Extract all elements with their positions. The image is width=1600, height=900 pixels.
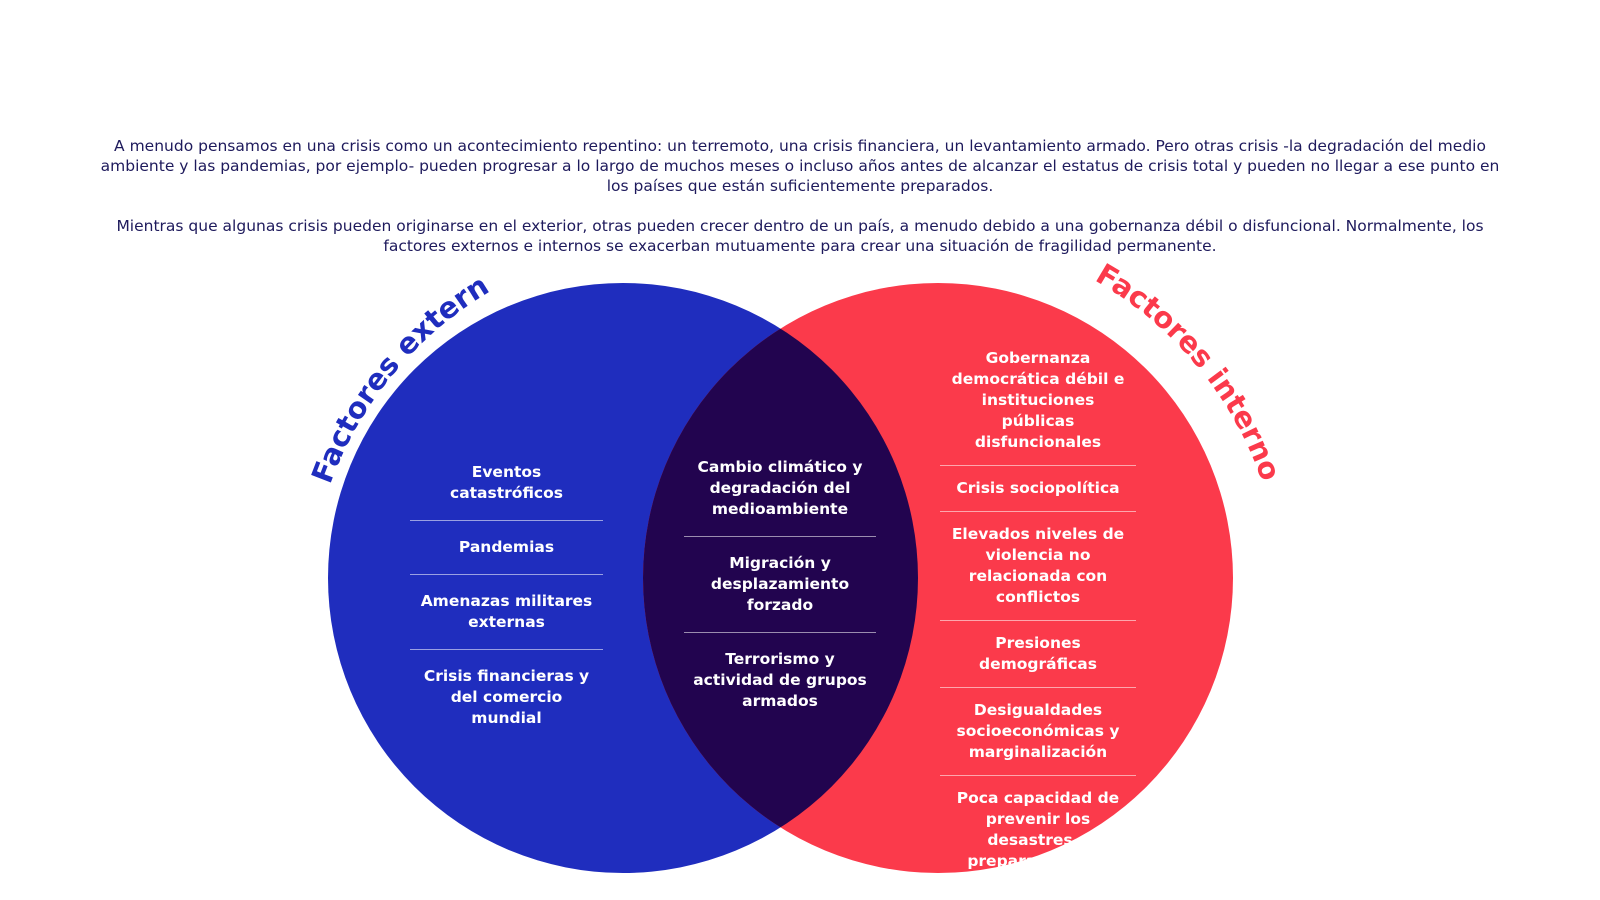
divider <box>940 775 1136 776</box>
divider <box>684 536 876 537</box>
external-item: Amenazas militares externas <box>420 592 593 631</box>
shared-item: Terrorismo y actividad de grupos armados <box>693 650 867 710</box>
intro-paragraph-2: Mientras que algunas crisis pueden origi… <box>116 217 1484 255</box>
shared-item: Cambio climático y degradación del medio… <box>697 458 863 518</box>
internal-item: Desigualdades socioeconómicas y marginal… <box>956 701 1120 761</box>
divider <box>940 511 1136 512</box>
external-item: Pandemias <box>458 538 555 556</box>
divider <box>684 632 876 633</box>
divider <box>940 465 1136 466</box>
divider <box>410 574 603 575</box>
external-factors-list: Eventos catastróficos Pandemias Amenazas… <box>410 462 603 729</box>
overlap-region <box>643 283 918 873</box>
shared-factors-list: Cambio climático y degradación del medio… <box>684 457 876 712</box>
intro-paragraph-1: A menudo pensamos en una crisis como un … <box>100 137 1500 195</box>
internal-factors-list: Gobernanza democrática débil e instituci… <box>940 348 1136 893</box>
internal-item: Gobernanza democrática débil e instituci… <box>951 349 1125 451</box>
external-item: Eventos catastróficos <box>450 463 563 502</box>
divider <box>940 687 1136 688</box>
internal-item: Crisis sociopolítica <box>956 479 1120 497</box>
external-item: Crisis financieras y del comercio mundia… <box>423 667 590 727</box>
divider <box>410 520 603 521</box>
divider <box>410 649 603 650</box>
shared-item: Migración y desplazamiento forzado <box>710 554 850 614</box>
internal-item: Elevados niveles de violencia no relacio… <box>951 525 1125 606</box>
divider <box>940 620 1136 621</box>
internal-item: Presiones demográficas <box>979 634 1097 673</box>
internal-item: Poca capacidad de prevenir los desastres… <box>956 789 1120 891</box>
